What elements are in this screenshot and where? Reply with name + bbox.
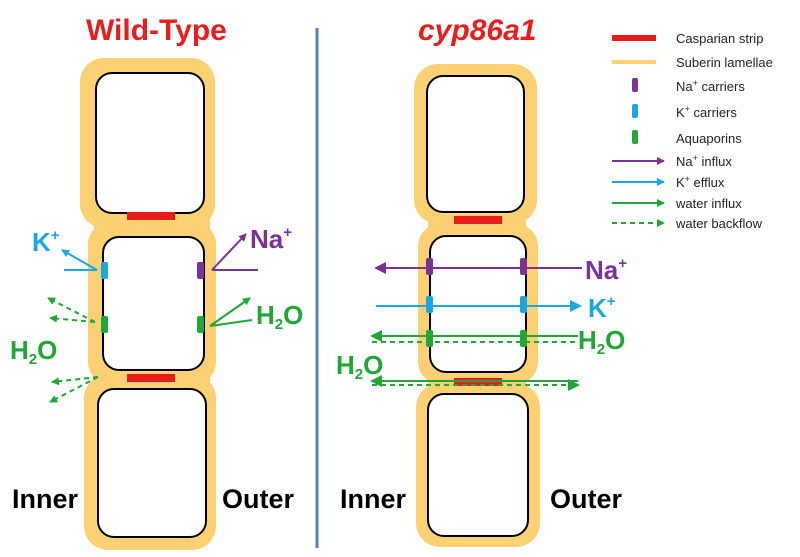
legend-na-carriers-label: Na+ carriers — [676, 78, 745, 94]
legend-na-carrier-swatch — [632, 78, 638, 92]
mut-water-label-outer: H2O — [578, 325, 626, 358]
legend-aquaporin-swatch — [632, 130, 638, 144]
wild-type-panel — [47, 58, 258, 550]
wt-casparian-strip-lower — [127, 374, 175, 382]
legend-k-carrier-swatch — [632, 104, 638, 118]
wt-casparian-strip-upper — [127, 212, 175, 220]
mut-na-carrier-inner — [426, 258, 433, 275]
wt-k-carrier — [101, 262, 108, 279]
mutant-panel — [370, 64, 582, 547]
mut-aquaporin-outer — [520, 330, 527, 347]
wt-k-label: K+ — [32, 227, 60, 257]
mut-outer-label: Outer — [550, 484, 623, 514]
mut-casparian-strip-upper — [454, 216, 502, 224]
wt-na-label: Na+ — [250, 224, 293, 254]
mut-aquaporin-inner — [426, 330, 433, 347]
wt-water-backflow-junction-a — [51, 376, 99, 386]
wt-water-backflow-junction-b — [49, 376, 99, 403]
wt-water-label-outer: H2O — [256, 300, 304, 333]
wt-inner-label: Inner — [12, 484, 79, 514]
wild-type-title: Wild-Type — [86, 14, 227, 47]
mut-inner-label: Inner — [340, 484, 407, 514]
mut-k-label: K+ — [588, 293, 616, 323]
legend-k-carriers-label: K+ carriers — [676, 104, 737, 120]
wt-lower-cell — [97, 388, 207, 538]
legend-suberin-label: Suberin lamellae — [676, 55, 773, 70]
legend-na-influx-label: Na+ influx — [676, 153, 732, 169]
mut-na-carrier-outer — [520, 258, 527, 275]
wt-outer-label: Outer — [222, 484, 295, 514]
wt-na-influx-arrow — [211, 233, 247, 271]
wt-aquaporin-inner — [101, 316, 108, 333]
legend-casparian-swatch — [612, 35, 656, 41]
legend-suberin-swatch — [612, 60, 656, 64]
wt-na-carrier — [197, 262, 204, 279]
mutant-title: cyp86a1 — [418, 14, 537, 47]
wt-upper-cell — [95, 72, 205, 214]
legend-symbols — [612, 35, 665, 227]
wt-k-efflux-arrow — [61, 249, 98, 271]
legend-water-backflow-label: water backflow — [676, 216, 762, 231]
mut-k-carrier-outer — [520, 296, 527, 313]
legend-k-efflux-label: K+ efflux — [676, 174, 725, 190]
mut-water-label-inner: H2O — [336, 350, 384, 383]
mut-upper-cell — [426, 75, 525, 213]
mut-middle-cell — [429, 235, 527, 373]
wt-water-label-inner: H2O — [10, 335, 58, 368]
legend-aquaporins-label: Aquaporins — [676, 131, 742, 146]
wt-water-influx-arrow — [209, 297, 251, 327]
wt-middle-cell — [102, 236, 205, 371]
legend-water-influx-label: water influx — [676, 196, 742, 211]
mut-k-carrier-inner — [426, 296, 433, 313]
wt-water-influx-tail — [209, 319, 253, 327]
mut-lower-cell — [427, 393, 529, 537]
mut-na-label: Na+ — [585, 255, 628, 285]
wt-aquaporin-outer — [197, 316, 204, 333]
wt-water-backflow-mid — [49, 314, 96, 323]
legend-casparian-label: Casparian strip — [676, 31, 764, 46]
wt-upper-junction — [94, 210, 210, 232]
